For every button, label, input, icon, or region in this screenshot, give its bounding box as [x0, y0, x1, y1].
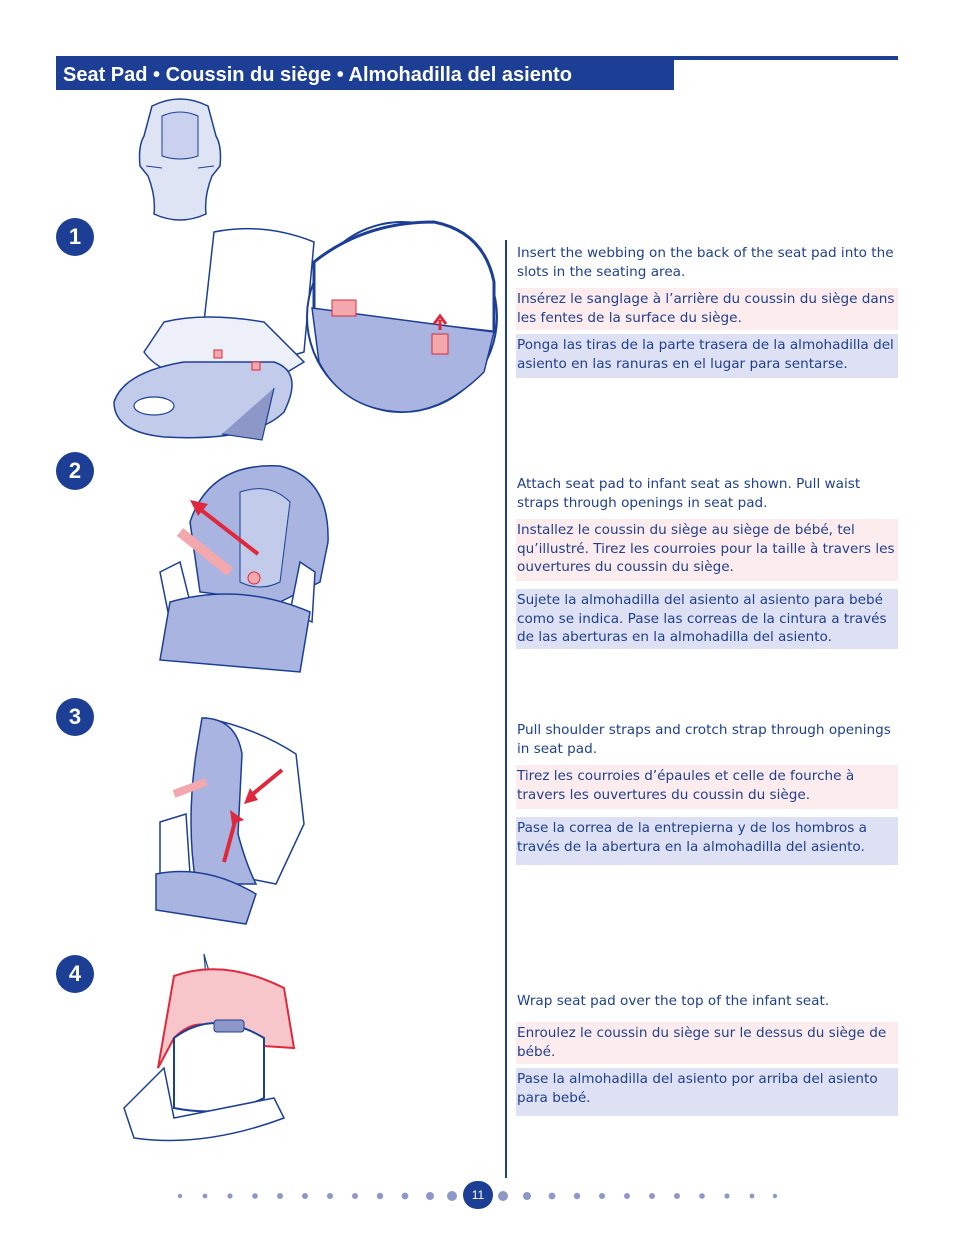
footer-dot: [302, 1193, 308, 1199]
footer-dot: [674, 1193, 680, 1199]
footer-dot: [649, 1193, 655, 1199]
footer-dot: [573, 1192, 581, 1200]
footer-dot: [772, 1193, 778, 1199]
step-1-illustration: [113, 220, 498, 441]
step-2-text-fr: Installez le coussin du siège au siège d…: [516, 519, 898, 581]
footer-dot: [548, 1192, 556, 1200]
footer-dot: [227, 1193, 233, 1199]
footer-dot: [177, 1193, 183, 1199]
footer-dot: [624, 1193, 630, 1199]
step-3-illustration: [155, 717, 305, 925]
step-1-text-es: Ponga las tiras de la parte trasera de l…: [516, 334, 898, 378]
footer-dot: [376, 1192, 384, 1200]
footer-dot: [277, 1193, 283, 1199]
footer-dot: [498, 1191, 508, 1201]
step-3-text-fr: Tirez les courroies d’épaules et celle d…: [516, 765, 898, 809]
footer-dot: [724, 1193, 730, 1199]
footer-dot: [352, 1193, 358, 1199]
column-divider: [505, 240, 507, 1178]
footer-dot: [699, 1193, 705, 1199]
page-title: Seat Pad • Coussin du siège • Almohadill…: [56, 60, 674, 90]
step-4-text-en: Wrap seat pad over the top of the infant…: [517, 993, 830, 1009]
step-4-illustration: [123, 953, 296, 1142]
step-2-text-es: Sujete la almohadilla del asiento al asi…: [516, 589, 898, 649]
step-3-text-en: Pull shoulder straps and crotch strap th…: [517, 722, 891, 757]
footer-dot: [202, 1193, 208, 1199]
footer-dot: [523, 1192, 531, 1200]
step-4-text-es: Pase la almohadilla del asiento por arri…: [516, 1068, 898, 1116]
header-rule: [56, 56, 898, 60]
step-3-text-es: Pase la correa de la entrepierna y de lo…: [516, 817, 898, 865]
step-2-text-en: Attach seat pad to infant seat as shown.…: [517, 476, 861, 511]
footer-dot: [252, 1193, 258, 1199]
step-4-badge: 4: [56, 955, 94, 993]
step-1-text-fr: Insérez le sanglage à l’arrière du couss…: [516, 288, 898, 330]
footer-dot-row: [177, 1191, 778, 1201]
step-2-illustration: [159, 465, 329, 673]
footer-dot: [749, 1193, 755, 1199]
page-number: 11: [463, 1181, 493, 1209]
footer-dot: [327, 1193, 333, 1199]
footer-dot: [401, 1192, 409, 1200]
step-4-text-fr: Enroulez le coussin du siège sur le dess…: [516, 1022, 898, 1064]
footer-dot: [426, 1192, 434, 1200]
step-1-badge: 1: [56, 218, 94, 256]
footer-dot: [599, 1193, 605, 1199]
footer-dot: [447, 1191, 457, 1201]
step-2-badge: 2: [56, 452, 94, 490]
step-3-badge: 3: [56, 698, 94, 736]
seat-pad-illustration: [138, 98, 222, 221]
step-1-text-en: Insert the webbing on the back of the se…: [517, 245, 894, 280]
